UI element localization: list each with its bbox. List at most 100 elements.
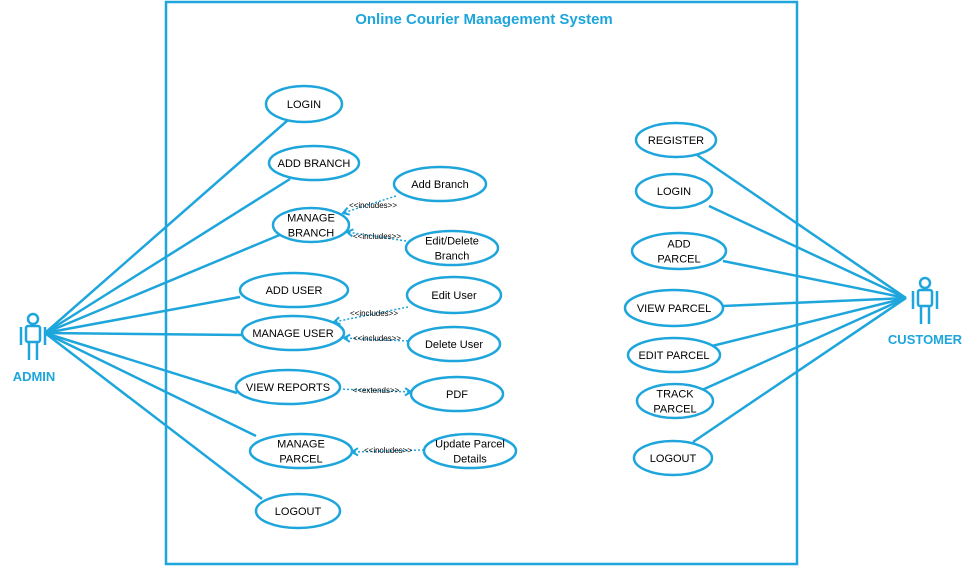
use-case-admin-logout[interactable]: LOGOUT <box>254 492 342 530</box>
use-case-add-branch-sub-label: Add Branch <box>411 179 468 191</box>
use-case-delete-user[interactable]: Delete User <box>406 325 502 363</box>
admin-manage-parcel-association <box>44 331 257 438</box>
use-case-track-parcel-label: TRACK <box>656 389 694 401</box>
customer-stick-figure-icon <box>911 276 939 324</box>
use-case-add-parcel-label: PARCEL <box>657 254 700 266</box>
use-case-admin-logout-label: LOGOUT <box>275 506 322 518</box>
admin-add-branch-association <box>44 177 291 335</box>
use-case-add-parcel-ellipse <box>630 231 728 271</box>
use-case-edit-parcel[interactable]: EDIT PARCEL <box>626 336 722 374</box>
manage-user-includes-delete-user-line <box>343 337 409 342</box>
use-case-update-parcel-details-ellipse <box>422 432 518 470</box>
admin-admin-logout-association <box>44 332 263 500</box>
customer-view-parcel-association <box>722 296 907 308</box>
use-case-edit-delete-branch-label: Branch <box>435 251 470 263</box>
customer-track-parcel-association <box>701 296 907 392</box>
admin-view-reports-association <box>44 331 238 395</box>
manage-branch-includes-edit-delete-branch-label: <<includes>> <box>353 232 401 241</box>
use-case-add-parcel[interactable]: ADD PARCEL <box>630 231 728 271</box>
use-case-add-parcel-label: ADD <box>667 239 690 251</box>
use-case-customer-logout-label: LOGOUT <box>650 453 697 465</box>
view-reports-extends-pdf-line <box>338 388 412 393</box>
use-case-manage-branch-ellipse <box>271 206 351 244</box>
customer-register-association <box>696 153 907 300</box>
manage-user-includes-edit-user-line <box>333 306 409 323</box>
admin-stick-figure-icon <box>19 312 47 360</box>
use-case-add-branch-label: ADD BRANCH <box>278 158 351 170</box>
manage-user-includes-delete-user-arrowhead <box>342 333 351 343</box>
use-case-view-parcel-label: VIEW PARCEL <box>637 303 711 315</box>
use-case-view-reports[interactable]: VIEW REPORTS <box>234 368 342 406</box>
use-case-update-parcel-details-label: Update Parcel <box>435 439 505 451</box>
use-case-add-user-ellipse <box>238 271 350 309</box>
use-case-view-reports-label: VIEW REPORTS <box>246 382 330 394</box>
use-case-register[interactable]: REGISTER <box>634 121 718 159</box>
manage-branch-includes-edit-delete-branch-line <box>346 231 407 242</box>
use-case-delete-user-ellipse <box>406 325 502 363</box>
use-case-manage-parcel-label: MANAGE <box>277 439 325 451</box>
use-case-manage-user-ellipse <box>240 314 346 352</box>
use-case-customer-logout-ellipse <box>632 439 714 477</box>
use-case-manage-parcel-label: PARCEL <box>279 454 322 466</box>
customer-customer-logout-association <box>692 296 907 444</box>
admin-manage-user-association <box>44 331 243 337</box>
manage-branch-includes-add-branch-arrowhead <box>341 207 351 216</box>
use-case-edit-delete-branch-label: Edit/Delete <box>425 236 479 248</box>
use-case-add-user-label: ADD USER <box>266 285 323 297</box>
admin-actor[interactable]: ADMIN <box>13 312 56 384</box>
use-case-manage-parcel-ellipse <box>248 432 354 470</box>
use-case-admin-login-label: LOGIN <box>287 99 321 111</box>
admin-label: ADMIN <box>13 369 56 384</box>
manage-user-includes-delete-user-label: <<includes>> <box>353 334 401 343</box>
use-case-manage-branch-label: MANAGE <box>287 213 335 225</box>
manage-parcel-includes-update-parcel-details-line <box>351 449 425 453</box>
customer-edit-parcel-association <box>711 296 907 348</box>
customer-label: CUSTOMER <box>888 332 963 347</box>
use-case-customer-login[interactable]: LOGIN <box>634 172 714 210</box>
use-case-edit-user[interactable]: Edit User <box>405 275 503 315</box>
use-case-view-parcel[interactable]: VIEW PARCEL <box>623 288 725 328</box>
manage-branch-includes-add-branch-label: <<includes>> <box>349 201 397 210</box>
use-case-admin-login[interactable]: LOGIN <box>264 84 344 124</box>
view-reports-extends-pdf-label: <<extends>> <box>353 386 400 395</box>
use-case-manage-user[interactable]: MANAGE USER <box>240 314 346 352</box>
use-case-register-ellipse <box>634 121 718 159</box>
customer-actor[interactable]: CUSTOMER <box>888 276 963 347</box>
use-case-pdf[interactable]: PDF <box>409 375 505 413</box>
system-title: Online Courier Management System <box>355 11 613 28</box>
use-case-view-reports-ellipse <box>234 368 342 406</box>
use-case-edit-parcel-ellipse <box>626 336 722 374</box>
customer-customer-login-association <box>708 204 907 300</box>
association-lines <box>44 119 907 500</box>
use-case-customer-login-ellipse <box>634 172 714 210</box>
use-case-track-parcel-ellipse <box>635 382 715 420</box>
use-case-register-label: REGISTER <box>648 135 704 147</box>
manage-branch-includes-add-branch-line <box>342 195 397 214</box>
use-case-edit-delete-branch-ellipse <box>404 229 500 267</box>
customer-add-parcel-association <box>722 259 907 300</box>
use-case-edit-user-label: Edit User <box>431 290 477 302</box>
use-case-add-branch-sub[interactable]: Add Branch <box>392 165 488 203</box>
use-case-pdf-label: PDF <box>446 389 468 401</box>
use-case-add-user[interactable]: ADD USER <box>238 271 350 309</box>
use-case-pdf-ellipse <box>409 375 505 413</box>
use-case-customer-login-label: LOGIN <box>657 186 691 198</box>
use-case-admin-logout-ellipse <box>254 492 342 530</box>
use-case-update-parcel-details-label: Details <box>453 454 487 466</box>
use-case-customer-logout[interactable]: LOGOUT <box>632 439 714 477</box>
dependency-lines: <<includes>><<includes>><<includes>><<in… <box>332 195 425 457</box>
use-case-manage-user-label: MANAGE USER <box>252 328 333 340</box>
use-case-manage-parcel[interactable]: MANAGE PARCEL <box>248 432 354 470</box>
admin-add-user-association <box>44 295 241 335</box>
use-case-add-branch-ellipse <box>267 144 361 182</box>
use-case-add-branch[interactable]: ADD BRANCH <box>267 144 361 182</box>
use-case-admin-login-ellipse <box>264 84 344 124</box>
use-case-edit-parcel-label: EDIT PARCEL <box>638 350 709 362</box>
use-case-add-branch-sub-ellipse <box>392 165 488 203</box>
